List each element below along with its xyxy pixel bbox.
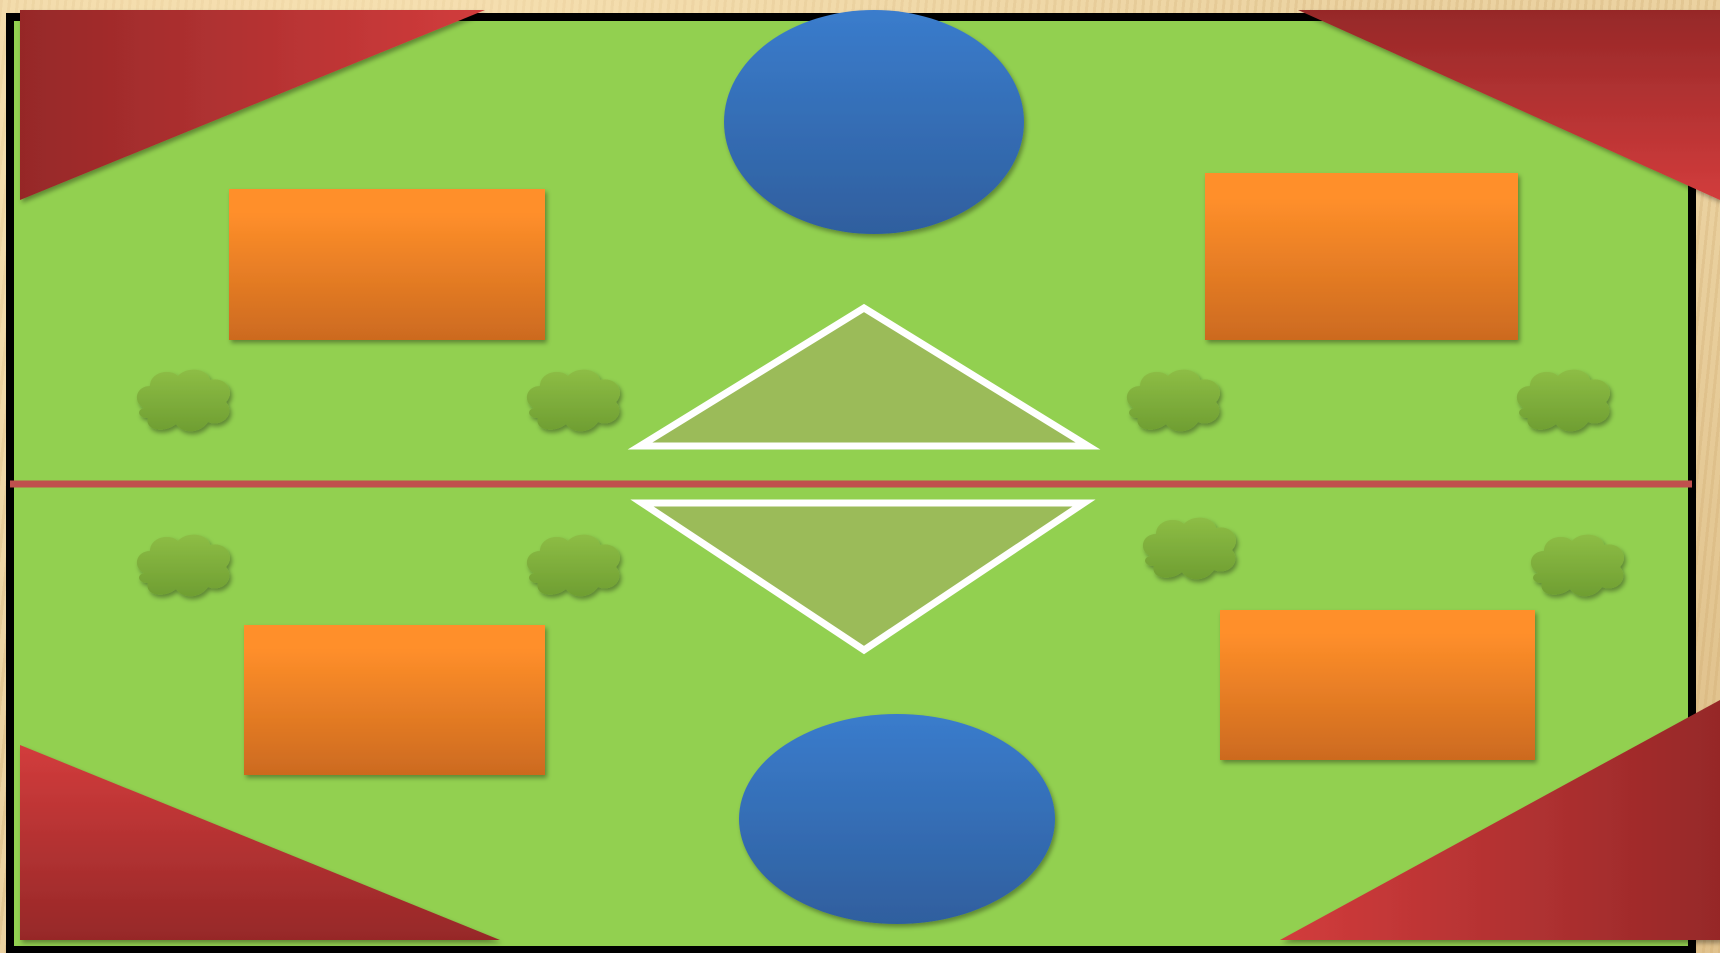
orange-block-top-left[interactable] [229,189,545,340]
orange-block-bottom-left[interactable] [244,625,545,775]
orange-block-top-right[interactable] [1205,173,1518,340]
blue-pond-bottom[interactable] [739,714,1055,924]
orange-block-bottom-right[interactable] [1220,610,1535,760]
blue-pond-top[interactable] [724,10,1024,234]
